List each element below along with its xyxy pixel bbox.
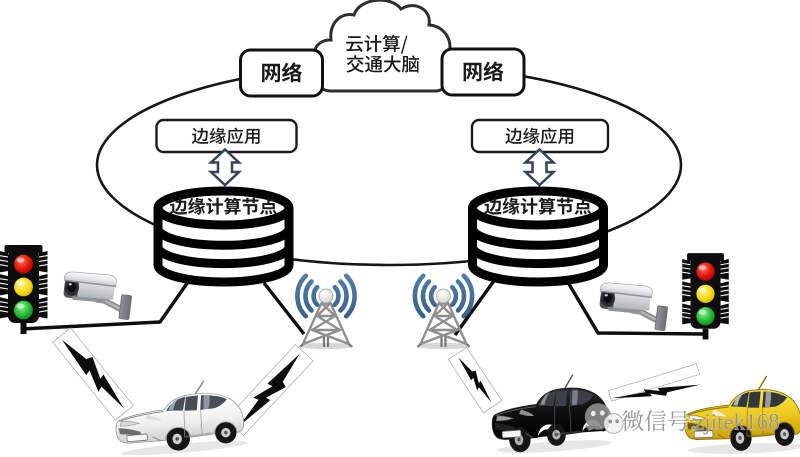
- svg-text:zjitek168: zjitek168: [694, 410, 780, 435]
